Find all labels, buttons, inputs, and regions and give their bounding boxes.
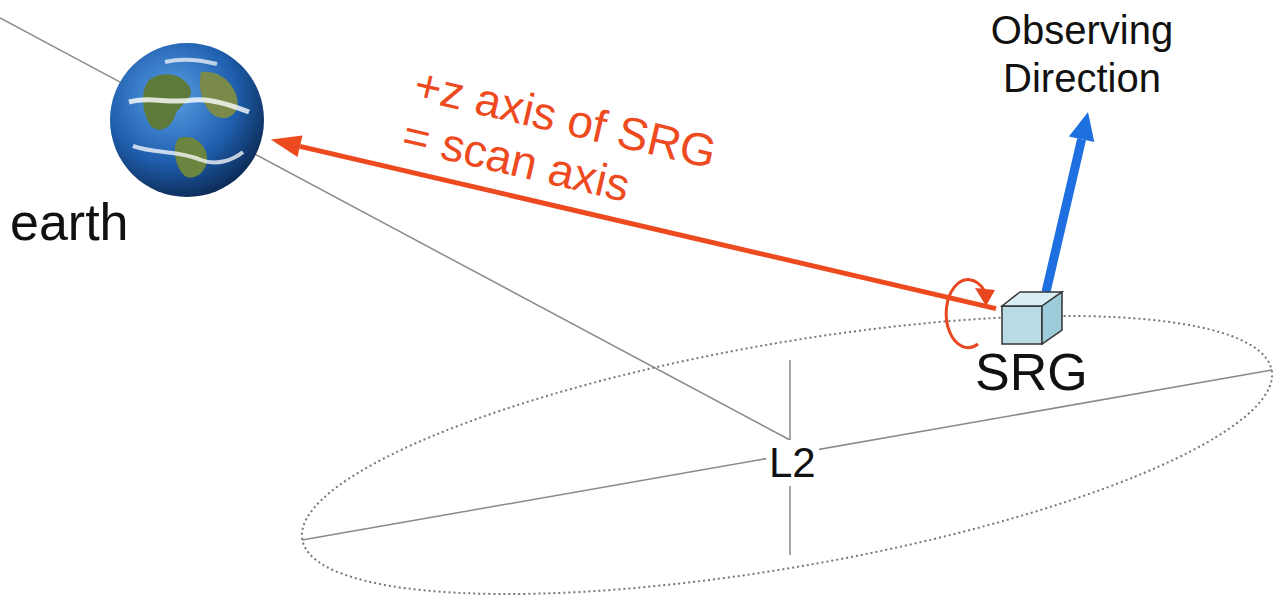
orbit-axis	[302, 370, 1272, 540]
observing-arrowhead	[1069, 112, 1094, 142]
earth-globe	[109, 42, 265, 198]
halo-orbit	[283, 260, 1288, 598]
spacecraft-label: SRG	[975, 344, 1088, 401]
spacecraft-node: SRG	[998, 288, 1066, 346]
earth-node: earth	[109, 42, 265, 198]
sun-earth-line	[0, 18, 790, 440]
spacecraft-cube	[998, 288, 1066, 346]
direction-label: Observing Direction	[962, 6, 1202, 102]
earth-label: earth	[10, 194, 129, 251]
observing-arrow	[1046, 139, 1082, 292]
lagrange-point-label: L2	[766, 440, 819, 486]
